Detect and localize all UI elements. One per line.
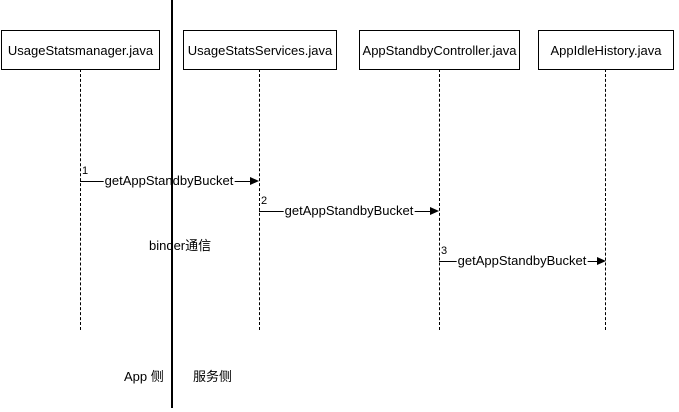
lifeline-appidlehistory bbox=[605, 69, 606, 330]
message-2-arrowhead-icon bbox=[430, 207, 439, 215]
process-boundary-divider-line bbox=[171, 0, 173, 408]
actor-label: UsageStatsServices.java bbox=[187, 42, 333, 58]
actor-label: AppIdleHistory.java bbox=[550, 42, 662, 58]
lifeline-usagestatsservices bbox=[259, 69, 260, 330]
message-1-arrowhead-icon bbox=[250, 177, 259, 185]
lifeline-appstandbycontroller bbox=[439, 69, 440, 330]
message-3-label: getAppStandbyBucket bbox=[456, 253, 588, 268]
app-side-label: App 侧 bbox=[124, 369, 164, 384]
lifeline-usagestatsmanager bbox=[80, 69, 81, 330]
service-side-label: 服务侧 bbox=[193, 369, 233, 384]
actor-label: UsageStatsmanager.java bbox=[7, 42, 154, 58]
actor-box-usagestatsmanager: UsageStatsmanager.java bbox=[1, 30, 160, 70]
actor-box-appstandbycontroller: AppStandbyController.java bbox=[359, 30, 520, 70]
actor-label: AppStandbyController.java bbox=[362, 42, 517, 58]
binder-communication-annotation: binder通信 bbox=[149, 238, 212, 253]
actor-box-usagestatsservices: UsageStatsServices.java bbox=[183, 30, 337, 70]
message-1-seq: 1 bbox=[82, 165, 89, 177]
message-1-label: getAppStandbyBucket bbox=[103, 173, 235, 188]
message-3-arrowhead-icon bbox=[597, 257, 606, 265]
message-2-label: getAppStandbyBucket bbox=[283, 203, 415, 218]
message-3-seq: 3 bbox=[441, 245, 448, 257]
actor-box-appidlehistory: AppIdleHistory.java bbox=[538, 30, 674, 70]
message-2-seq: 2 bbox=[261, 195, 268, 207]
